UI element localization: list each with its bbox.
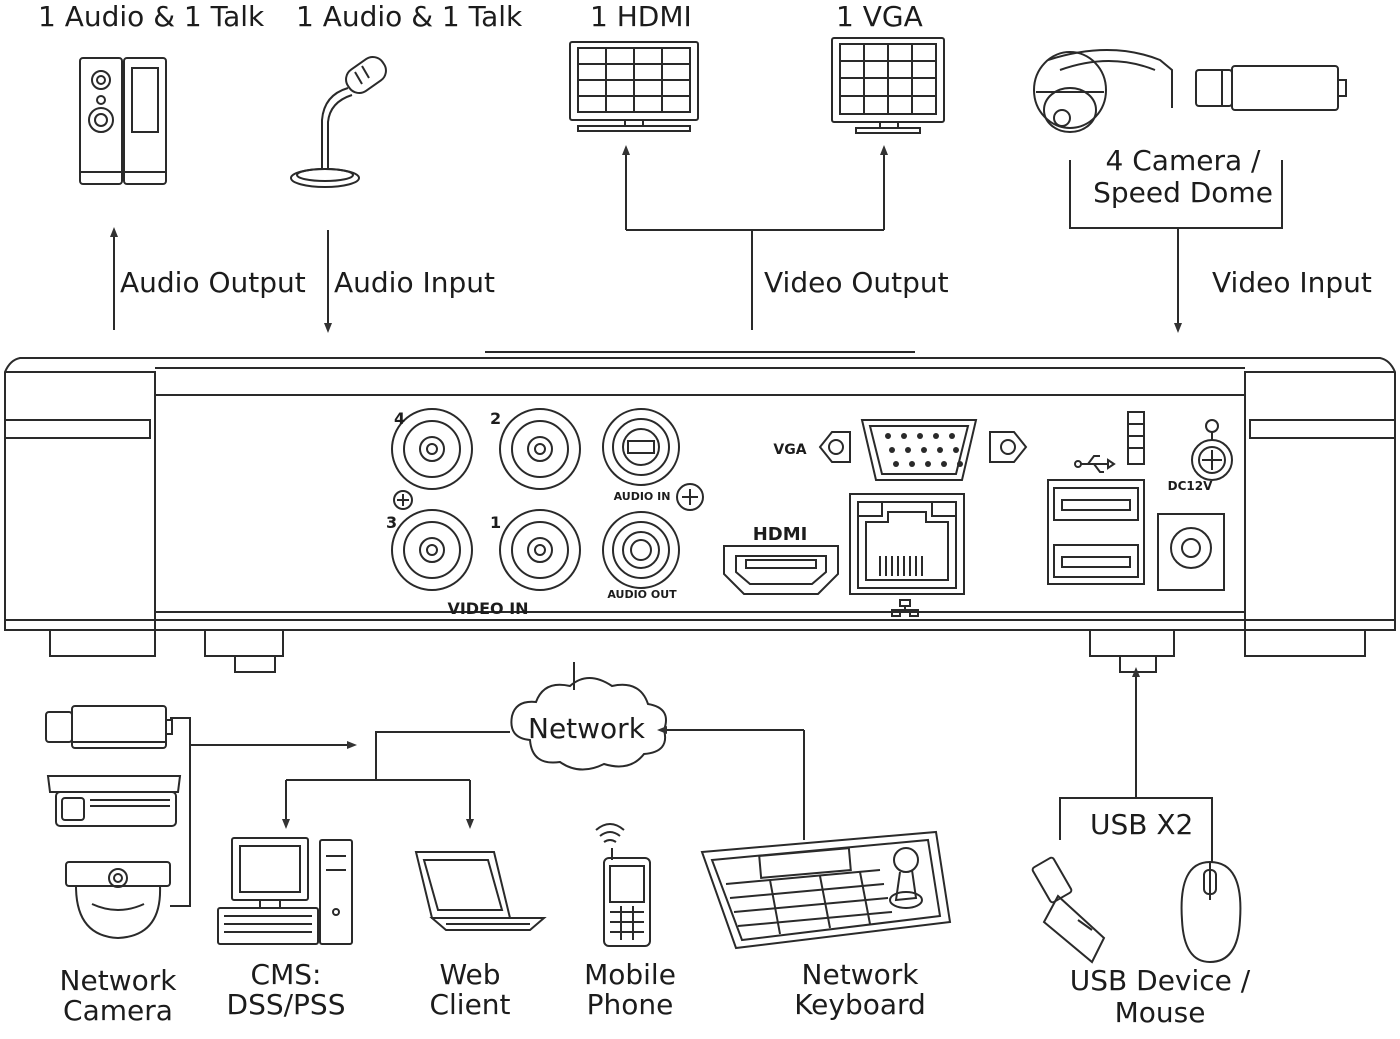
- mouse-icon: [1180, 840, 1242, 964]
- web-client-label-line1: Web: [439, 958, 501, 991]
- usb-device-label-line1: USB Device /: [1069, 964, 1251, 997]
- network-cloud-icon: [510, 677, 667, 771]
- vent-slots: [1127, 411, 1145, 465]
- lan-icon: [891, 599, 919, 617]
- hdmi-monitor-icon: [569, 41, 699, 132]
- vga-pins: [885, 433, 963, 467]
- camera-label-line2: Speed Dome: [1093, 176, 1273, 209]
- audio-in-label: AUDIO IN: [614, 490, 671, 503]
- usb-stick-icon: [1031, 856, 1106, 964]
- bullet-camera-icon: [45, 705, 173, 749]
- video-in-label: VIDEO IN: [447, 599, 528, 618]
- mobile-phone-label-line2: Phone: [586, 988, 674, 1021]
- vga-port: [818, 419, 1028, 481]
- mobile-phone-label-line1: Mobile: [584, 958, 676, 991]
- microphone-label: 1 Audio & 1 Talk: [296, 0, 523, 33]
- dvr-rear-panel: [4, 351, 1396, 673]
- bnc-4-label: 4: [394, 409, 405, 428]
- speaker-label: 1 Audio & 1 Talk: [38, 0, 265, 33]
- audio-jacks: [602, 408, 704, 589]
- lan-port: [849, 493, 965, 595]
- dc-power-jack: [1157, 513, 1225, 591]
- ground-icon: [1191, 419, 1233, 481]
- video-output-label: Video Output: [764, 266, 949, 299]
- cms-label-line1: CMS:: [250, 958, 322, 991]
- bnc-3-label: 3: [386, 513, 397, 532]
- bnc-2-label: 2: [490, 409, 501, 428]
- video-input-label: Video Input: [1212, 266, 1372, 299]
- web-client-label-line2: Client: [429, 988, 511, 1021]
- audio-out-label: AUDIO OUT: [607, 588, 677, 601]
- usb-x2-label: USB X2: [1090, 808, 1194, 841]
- hdmi-port-label: HDMI: [753, 524, 808, 545]
- usb-device-label-line2: Mouse: [1114, 996, 1206, 1029]
- laptop-icon: [414, 851, 547, 931]
- audio-input-label: Audio Input: [334, 266, 495, 299]
- keyboard-controller-icon: [700, 830, 952, 950]
- network-keyboard-label-line2: Keyboard: [794, 988, 926, 1021]
- desktop-pc-icon: [217, 837, 353, 945]
- video-in-bnc-group: [391, 408, 581, 591]
- mobile-phone-icon: [595, 823, 651, 947]
- usb-ports: [1047, 479, 1145, 585]
- vga-monitor-label: 1 VGA: [836, 0, 923, 33]
- dc-label: DC12V: [1168, 479, 1213, 493]
- network-label: Network: [528, 712, 645, 745]
- hdmi-port: [723, 545, 839, 595]
- outdoor-camera-icon: [46, 775, 182, 827]
- box-camera-icon: [1195, 65, 1347, 111]
- hdmi-monitor-label: 1 HDMI: [590, 0, 692, 33]
- usb-symbol-icon: [1074, 455, 1116, 473]
- speaker-icon: [79, 57, 167, 185]
- vga-monitor-icon: [831, 37, 945, 134]
- microphone-icon: [290, 56, 387, 188]
- network-camera-label-line1: Network: [59, 964, 177, 997]
- speed-dome-icon: [1033, 49, 1173, 133]
- network-camera-label-line2: Camera: [63, 994, 173, 1027]
- vga-port-label: VGA: [773, 442, 806, 458]
- audio-output-label: Audio Output: [120, 266, 306, 299]
- dome-camera-icon: [65, 861, 171, 940]
- cms-label-line2: DSS/PSS: [226, 988, 346, 1021]
- camera-label-line1: 4 Camera /: [1105, 144, 1261, 177]
- bnc-1-label: 1: [490, 513, 501, 532]
- network-keyboard-label-line1: Network: [801, 958, 919, 991]
